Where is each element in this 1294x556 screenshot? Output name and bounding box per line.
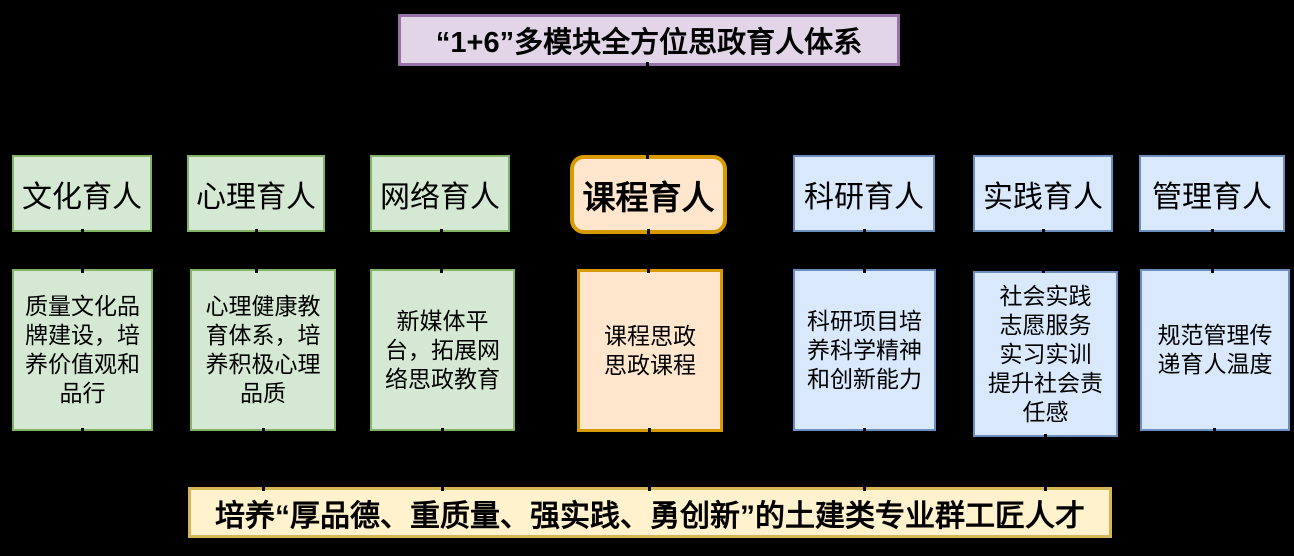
desc-box-curriculum: 课程思政 思政课程 [577,269,723,432]
desc-box-psychology: 心理健康教 育体系，培 养积极心理 品质 [190,269,336,431]
header-label-research: 科研育人 [804,180,924,214]
desc-box-culture: 质量文化品 牌建设，培 养价值观和 品行 [12,269,153,431]
connector-network [440,229,443,273]
header-box-network: 网络育人 [370,155,510,232]
connector-practice [1042,229,1045,273]
header-box-research: 科研育人 [793,155,935,232]
header-box-management: 管理育人 [1139,155,1285,232]
connector-research [863,229,866,273]
desc-text-culture: 质量文化品 牌建设，培 养价值观和 品行 [25,293,140,406]
footer-text: 培养“厚品德、重质量、强实践、勇创新”的土建类专业群工匠人才 [215,499,1085,533]
desc-text-practice: 社会实践 志愿服务 实习实训 提升社会责 任感 [988,282,1103,425]
header-label-management: 管理育人 [1152,180,1272,214]
header-box-practice: 实践育人 [973,155,1113,232]
connector-culture [81,229,84,273]
connector-curriculum-footer [648,428,651,491]
desc-box-management: 规范管理传 递育人温度 [1140,269,1290,431]
desc-text-network: 新媒体平 台，拓展网 络思政教育 [385,307,500,392]
connector-research-footer [863,428,866,491]
connector-network-footer [441,428,444,491]
connector-title-to-curriculum [646,62,649,159]
desc-box-network: 新媒体平 台，拓展网 络思政教育 [370,269,515,431]
header-label-practice: 实践育人 [983,180,1103,214]
connector-culture-footer [81,428,84,452]
connector-practice-footer [1044,434,1047,491]
header-box-psychology: 心理育人 [187,155,325,232]
header-label-psychology: 心理育人 [196,180,316,214]
header-box-curriculum: 课程育人 [570,155,727,234]
connector-curriculum [647,229,650,273]
connector-psychology [255,229,258,273]
desc-text-management: 规范管理传 递育人温度 [1157,322,1273,377]
header-label-network: 网络育人 [380,180,500,214]
system-title: “1+6”多模块全方位思政育人体系 [435,27,863,59]
header-box-culture: 文化育人 [12,155,152,232]
desc-text-curriculum: 课程思政 思政课程 [604,322,696,378]
system-title-box: “1+6”多模块全方位思政育人体系 [398,14,900,66]
footer-banner: 培养“厚品德、重质量、强实践、勇创新”的土建类专业群工匠人才 [188,487,1112,538]
connector-management [1211,229,1214,273]
desc-box-practice: 社会实践 志愿服务 实习实训 提升社会责 任感 [973,271,1118,437]
connector-management-footer [1213,428,1216,452]
connector-psychology-footer [262,428,265,491]
header-label-culture: 文化育人 [22,180,142,214]
desc-text-research: 科研项目培 养科学精神 和创新能力 [807,307,922,392]
desc-text-psychology: 心理健康教 育体系，培 养积极心理 品质 [205,293,321,406]
desc-box-research: 科研项目培 养科学精神 和创新能力 [793,269,936,431]
header-label-curriculum: 课程育人 [582,178,715,216]
